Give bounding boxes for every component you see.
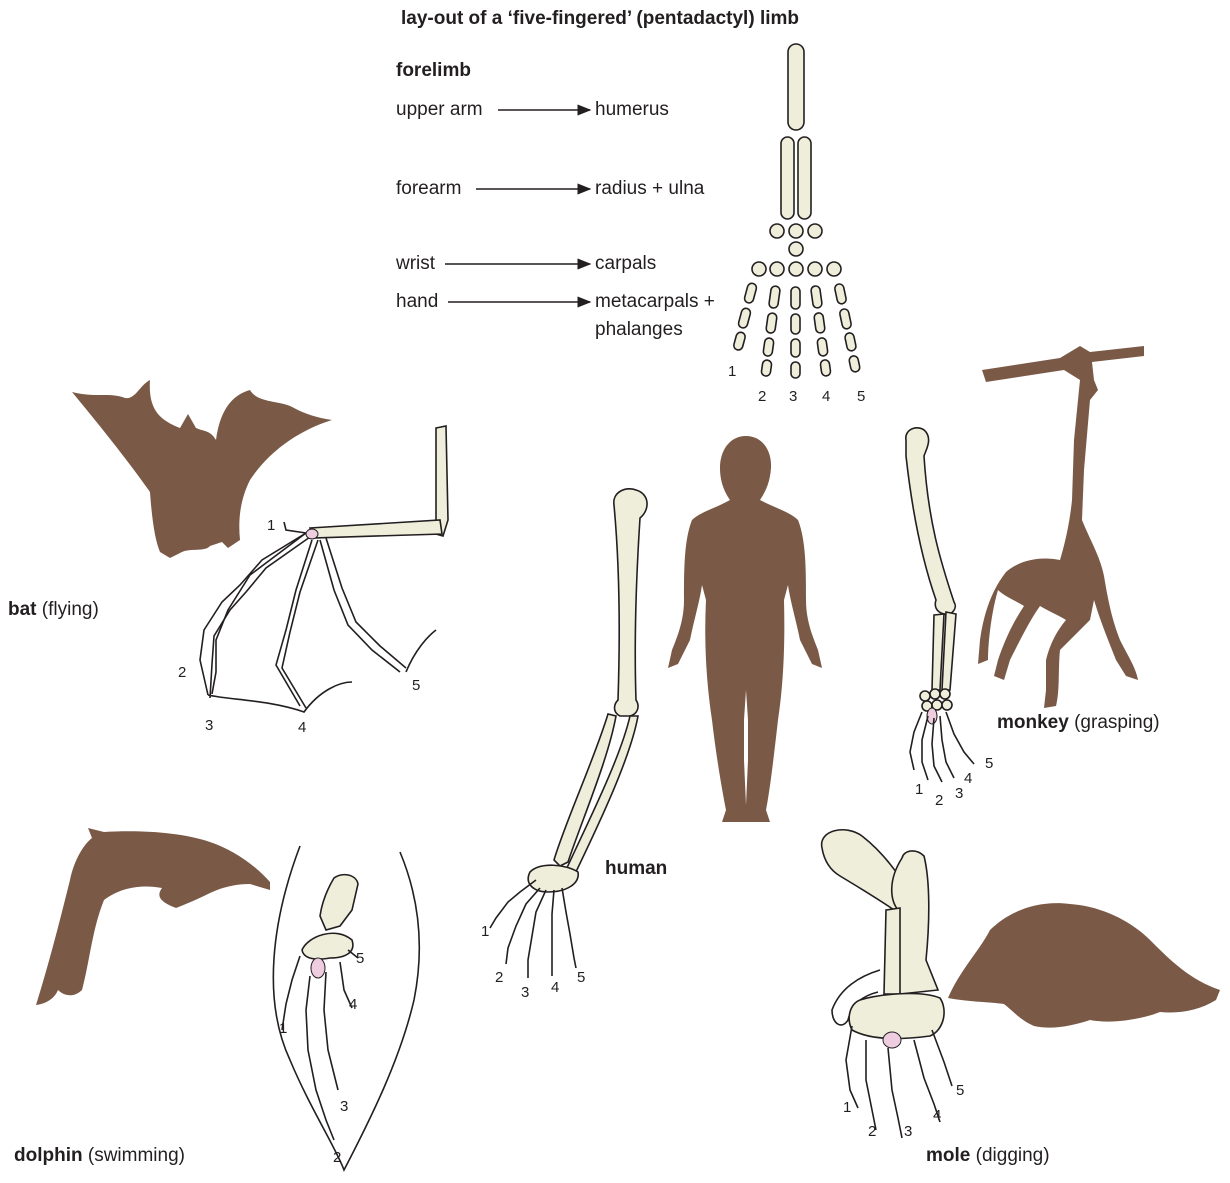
human-digit-label: 3 xyxy=(521,985,529,1001)
bat-digit-label: 1 xyxy=(267,518,275,534)
human-digit-label: 2 xyxy=(495,970,503,986)
dolphin-label: dolphin (swimming) xyxy=(14,1145,185,1167)
schematic-digit-label: 3 xyxy=(789,389,797,405)
schematic-digit-4 xyxy=(811,285,832,376)
bat-digit-label: 5 xyxy=(412,678,420,694)
schematic-digit-2 xyxy=(761,286,781,377)
monkey-silhouette xyxy=(978,346,1144,708)
schematic-digit-label: 2 xyxy=(758,389,766,405)
label-humerus: humerus xyxy=(595,99,669,121)
human-label: human xyxy=(605,858,667,880)
monkey-label: monkey (grasping) xyxy=(997,712,1160,734)
label-hand: hand xyxy=(396,291,438,313)
label-forearm: forearm xyxy=(396,178,461,200)
monkey-name: monkey xyxy=(997,712,1069,733)
schematic-digit-3 xyxy=(791,287,800,378)
monkey-digit-label: 2 xyxy=(935,793,943,809)
key-arrows xyxy=(445,110,590,302)
forelimb-heading: forelimb xyxy=(396,60,471,82)
dolphin-digit-label: 4 xyxy=(349,997,357,1013)
mole-digit-label: 2 xyxy=(868,1124,876,1140)
human-digit-label: 5 xyxy=(577,970,585,986)
human-digit-label: 4 xyxy=(551,980,559,996)
monkey-use: (grasping) xyxy=(1074,712,1160,733)
schematic-carpals xyxy=(752,224,841,276)
schematic-limb xyxy=(733,44,861,378)
monkey-digit-label: 3 xyxy=(955,786,963,802)
schematic-digit-label: 1 xyxy=(728,364,736,380)
mole-label: mole (digging) xyxy=(926,1145,1050,1167)
human-digit-label: 1 xyxy=(481,924,489,940)
schematic-digit-label: 4 xyxy=(822,389,830,405)
bat-label: bat (flying) xyxy=(8,599,99,621)
dolphin-silhouette xyxy=(36,828,270,1005)
monkey-digit-label: 1 xyxy=(915,782,923,798)
mole-silhouette xyxy=(948,903,1220,1027)
schematic-radius xyxy=(781,137,794,219)
mole-digit-label: 4 xyxy=(933,1108,941,1124)
mole-use: (digging) xyxy=(976,1145,1050,1166)
dolphin-digit-label: 3 xyxy=(340,1099,348,1115)
mole-digit-label: 3 xyxy=(904,1124,912,1140)
mole-name: mole xyxy=(926,1145,970,1166)
bat-digit-label: 3 xyxy=(205,718,213,734)
schematic-digit-label: 5 xyxy=(857,389,865,405)
dolphin-digit-label: 1 xyxy=(279,1021,287,1037)
monkey-arm-skeleton xyxy=(906,428,974,782)
monkey-digit-label: 5 xyxy=(985,756,993,772)
schematic-humerus xyxy=(788,44,804,130)
dolphin-flipper xyxy=(273,846,419,1170)
dolphin-digit-label: 5 xyxy=(356,951,364,967)
bat-use: (flying) xyxy=(42,599,99,620)
label-carpals: carpals xyxy=(595,253,656,275)
diagram-title: lay-out of a ‘five-fingered’ (pentadacty… xyxy=(401,8,799,30)
label-radius-ulna: radius + ulna xyxy=(595,178,704,200)
mole-digit-label: 1 xyxy=(843,1100,851,1116)
schematic-digit-5 xyxy=(834,283,861,372)
human-silhouette xyxy=(668,436,822,822)
bat-digit-label: 4 xyxy=(298,720,306,736)
human-arm-skeleton xyxy=(490,489,647,978)
label-metacarpals: metacarpals + xyxy=(595,291,715,313)
label-upper-arm: upper arm xyxy=(396,99,483,121)
mole-forelimb-skeleton xyxy=(822,830,952,1138)
schematic-ulna xyxy=(798,137,811,219)
bat-name: bat xyxy=(8,599,37,620)
monkey-digit-label: 4 xyxy=(964,771,972,787)
mole-digit-label: 5 xyxy=(956,1083,964,1099)
schematic-digit-1 xyxy=(733,282,758,351)
label-phalanges: phalanges xyxy=(595,319,683,341)
label-wrist: wrist xyxy=(396,253,435,275)
dolphin-use: (swimming) xyxy=(88,1145,185,1166)
dolphin-digit-label: 2 xyxy=(333,1150,341,1166)
bat-digit-label: 2 xyxy=(178,665,186,681)
dolphin-name: dolphin xyxy=(14,1145,83,1166)
